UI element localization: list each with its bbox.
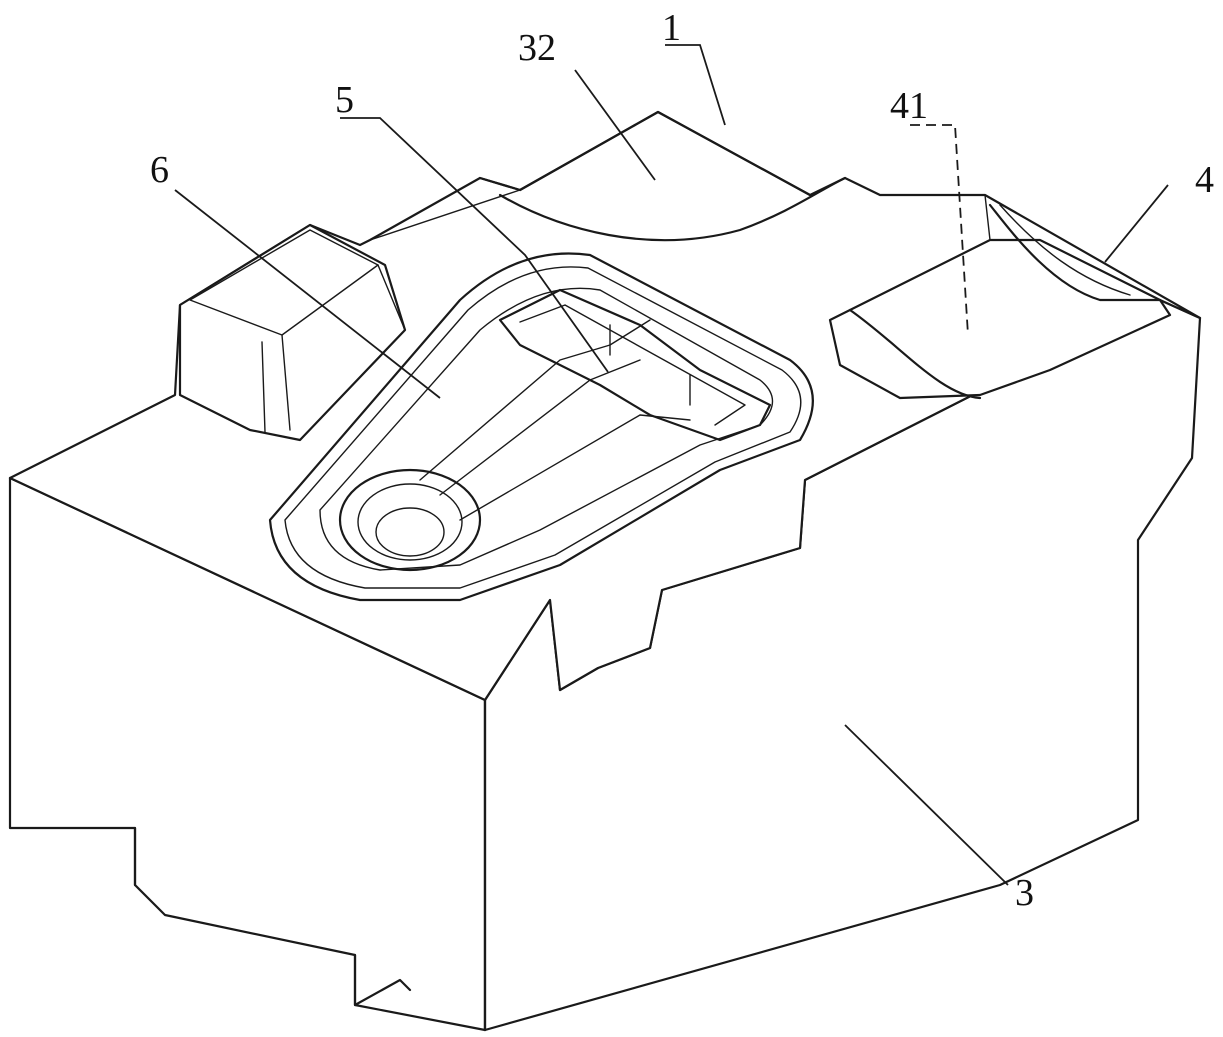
leader-4 <box>1105 185 1168 262</box>
label-5: 5 <box>335 79 354 121</box>
leader-3 <box>665 45 725 125</box>
label-32: 32 <box>518 27 556 69</box>
label-1: 3 <box>1015 872 1034 914</box>
label-6: 6 <box>150 149 169 191</box>
label-41: 41 <box>890 85 928 127</box>
label-3: 1 <box>662 7 681 49</box>
label-4: 4 <box>1195 159 1214 201</box>
